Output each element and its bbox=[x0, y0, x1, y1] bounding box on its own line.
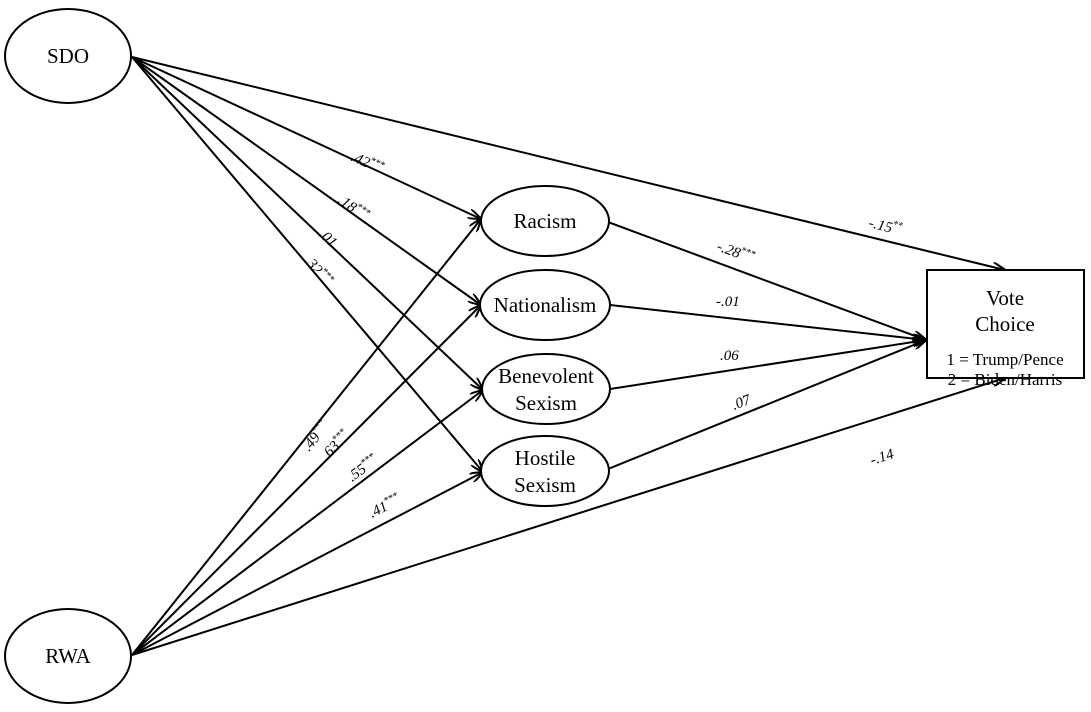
coef-rwa-vote-choice: -.14 bbox=[868, 446, 896, 469]
node-vote-choice-line2: Choice bbox=[975, 312, 1034, 336]
node-benevolent-sexism: Benevolent Sexism bbox=[481, 353, 611, 425]
node-benevolent-sexism-line1: Benevolent bbox=[498, 364, 594, 388]
path-benevolent-sexism-vote-choice bbox=[609, 340, 926, 390]
node-vote-choice-line1: Vote bbox=[986, 286, 1024, 310]
node-racism: Racism bbox=[480, 185, 610, 257]
node-benevolent-sexism-line2: Sexism bbox=[515, 391, 577, 415]
path-sdo-racism bbox=[131, 56, 481, 219]
coef-sdo-nationalism: .18*** bbox=[335, 191, 373, 225]
path-nationalism-vote-choice bbox=[609, 304, 926, 340]
node-vote-choice-line3: 1 = Trump/Pence bbox=[946, 350, 1063, 369]
coef-sdo-benevolent-sexism: .01 bbox=[315, 226, 340, 251]
coef-racism-vote-choice: -.28*** bbox=[715, 237, 758, 267]
path-rwa-racism bbox=[131, 219, 481, 656]
path-sdo-nationalism bbox=[131, 56, 481, 305]
path-rwa-hostile-sexism bbox=[131, 472, 483, 656]
coef-sdo-vote-choice: -.15** bbox=[867, 213, 904, 238]
coef-rwa-nationalism: .63*** bbox=[317, 426, 354, 463]
node-hostile-sexism-line1: Hostile bbox=[515, 446, 576, 470]
path-sdo-hostile-sexism bbox=[131, 56, 483, 472]
node-vote-choice: Vote Choice 1 = Trump/Pence 2 = Biden/Ha… bbox=[926, 269, 1085, 389]
coef-nationalism-vote-choice: -.01 bbox=[716, 294, 740, 310]
node-nationalism: Nationalism bbox=[479, 269, 611, 341]
coef-benevolent-sexism-vote-choice: .06 bbox=[720, 348, 739, 364]
node-hostile-sexism-line2: Sexism bbox=[514, 473, 576, 497]
node-rwa: RWA bbox=[4, 608, 132, 704]
path-rwa-vote-choice bbox=[131, 378, 1005, 656]
path-sdo-vote-choice bbox=[131, 56, 1005, 270]
node-racism-label: Racism bbox=[514, 209, 577, 233]
path-rwa-benevolent-sexism bbox=[131, 390, 483, 656]
node-nationalism-label: Nationalism bbox=[494, 293, 597, 317]
coef-hostile-sexism-vote-choice: .07 bbox=[730, 392, 755, 414]
node-sdo-label: SDO bbox=[47, 44, 89, 68]
path-rwa-nationalism bbox=[131, 305, 481, 656]
path-hostile-sexism-vote-choice bbox=[607, 340, 926, 470]
path-sdo-benevolent-sexism bbox=[131, 56, 483, 390]
node-sdo: SDO bbox=[4, 8, 132, 104]
node-vote-choice-line4: 2 = Biden/Harris bbox=[948, 370, 1062, 389]
node-rwa-label: RWA bbox=[45, 644, 91, 668]
node-hostile-sexism: Hostile Sexism bbox=[480, 435, 610, 507]
coef-sdo-hostile-sexism: .32*** bbox=[301, 252, 337, 289]
path-racism-vote-choice bbox=[607, 221, 926, 340]
